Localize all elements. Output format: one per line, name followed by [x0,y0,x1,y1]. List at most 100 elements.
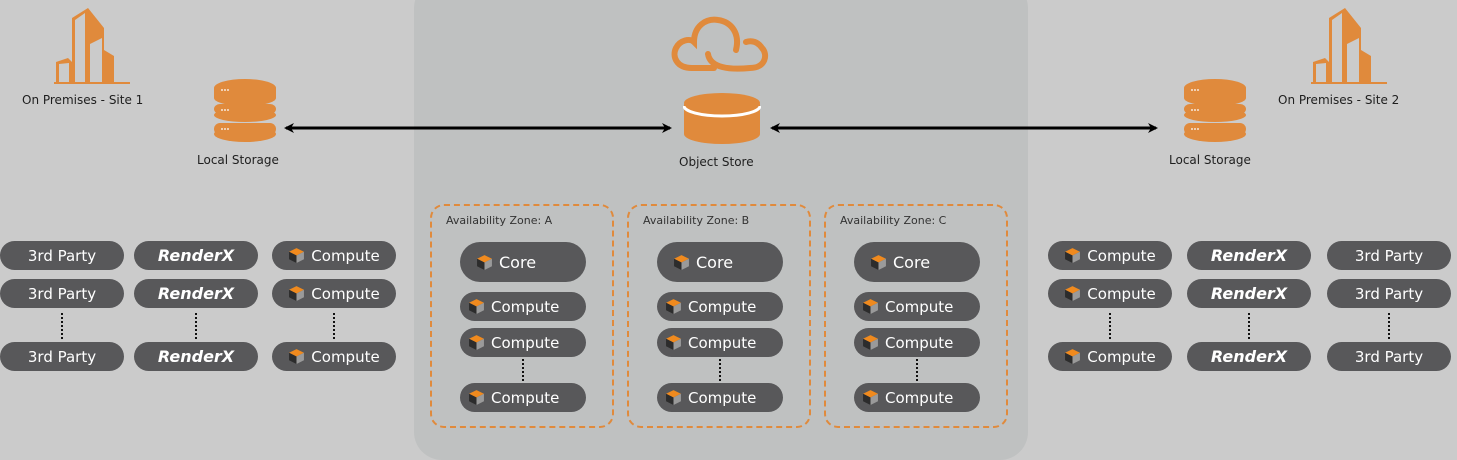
node-label: RenderX [157,284,235,303]
cube-icon [469,299,484,314]
compute-node[interactable]: Compute [657,328,783,357]
cube-icon [469,335,484,350]
third-party-node[interactable]: 3rd Party [1327,342,1451,371]
renderx-node[interactable]: RenderX [134,241,258,270]
cube-icon [1065,248,1081,263]
compute-node[interactable]: Compute [460,292,586,321]
continuation-dots [195,313,197,339]
node-label: 3rd Party [1354,284,1424,303]
node-label: Compute [688,297,757,316]
node-label: Core [696,252,734,272]
cloud-icon [671,16,769,72]
continuation-dots [1388,313,1390,339]
node-label: Compute [885,388,954,407]
core-node[interactable]: Core [460,242,586,282]
cube-icon [666,299,681,314]
compute-node[interactable]: Compute [657,292,783,321]
node-label: Compute [311,246,380,265]
node-label: Core [499,252,537,272]
third-party-node[interactable]: 3rd Party [1327,241,1451,270]
compute-node[interactable]: Compute [1048,279,1172,308]
cube-icon [863,390,878,405]
object-store-icon [683,93,761,144]
cube-icon [666,335,681,350]
site2-label: On Premises - Site 2 [1278,93,1400,107]
node-label: Compute [491,333,560,352]
node-label: RenderX [1210,284,1288,303]
cube-icon [674,254,689,270]
third-party-node[interactable]: 3rd Party [0,342,124,371]
zone-title: Availability Zone: A [446,214,553,227]
node-label: Core [893,252,931,272]
continuation-dots [61,313,63,339]
compute-node[interactable]: Compute [854,328,980,357]
node-label: Compute [1087,246,1156,265]
cube-icon [1065,349,1081,364]
availability-zone-b: Availability Zone: B Core Compute Comput… [627,204,811,428]
building-icon [54,8,130,84]
node-label: Compute [311,284,380,303]
node-label: Compute [688,333,757,352]
cube-icon [289,286,305,301]
node-label: Compute [491,297,560,316]
compute-node[interactable]: Compute [272,342,396,371]
site2-storage-label: Local Storage [1169,153,1251,167]
node-label: Compute [1087,347,1156,366]
continuation-dots [1248,313,1250,339]
compute-node[interactable]: Compute [854,383,980,412]
object-store-label: Object Store [679,155,754,169]
node-label: Compute [1087,284,1156,303]
node-label: Compute [491,388,560,407]
node-label: 3rd Party [27,347,97,366]
zone-title: Availability Zone: C [840,214,947,227]
renderx-node[interactable]: RenderX [134,342,258,371]
node-label: Compute [688,388,757,407]
cube-icon [289,349,305,364]
connection-arrows [284,123,1158,133]
renderx-node[interactable]: RenderX [134,279,258,308]
cube-icon [289,248,305,263]
node-label: Compute [885,333,954,352]
core-node[interactable]: Core [854,242,980,282]
compute-node[interactable]: Compute [272,279,396,308]
compute-node[interactable]: Compute [460,383,586,412]
node-label: 3rd Party [27,284,97,303]
continuation-dots [916,359,918,381]
third-party-node[interactable]: 3rd Party [1327,279,1451,308]
compute-node[interactable]: Compute [460,328,586,357]
core-node[interactable]: Core [657,242,783,282]
cube-icon [871,254,886,270]
continuation-dots [719,359,721,381]
cube-icon [863,299,878,314]
node-label: RenderX [157,246,235,265]
compute-node[interactable]: Compute [657,383,783,412]
node-label: RenderX [1210,347,1288,366]
site1-label: On Premises - Site 1 [22,93,144,107]
renderx-node[interactable]: RenderX [1187,279,1311,308]
third-party-node[interactable]: 3rd Party [0,279,124,308]
availability-zone-c: Availability Zone: C Core Compute Comput… [824,204,1008,428]
third-party-node[interactable]: 3rd Party [0,241,124,270]
cube-icon [1065,286,1081,301]
node-label: Compute [885,297,954,316]
database-icon [1184,79,1246,142]
compute-node[interactable]: Compute [1048,241,1172,270]
node-label: 3rd Party [1354,246,1424,265]
cube-icon [469,390,484,405]
node-label: RenderX [157,347,235,366]
node-label: RenderX [1210,246,1288,265]
zone-title: Availability Zone: B [643,214,750,227]
compute-node[interactable]: Compute [854,292,980,321]
node-label: 3rd Party [27,246,97,265]
compute-node[interactable]: Compute [1048,342,1172,371]
renderx-node[interactable]: RenderX [1187,342,1311,371]
cube-icon [666,390,681,405]
node-label: Compute [311,347,380,366]
compute-node[interactable]: Compute [272,241,396,270]
database-icon [214,79,276,142]
building-icon [1311,8,1387,84]
renderx-node[interactable]: RenderX [1187,241,1311,270]
node-label: 3rd Party [1354,347,1424,366]
continuation-dots [333,313,335,339]
cube-icon [863,335,878,350]
